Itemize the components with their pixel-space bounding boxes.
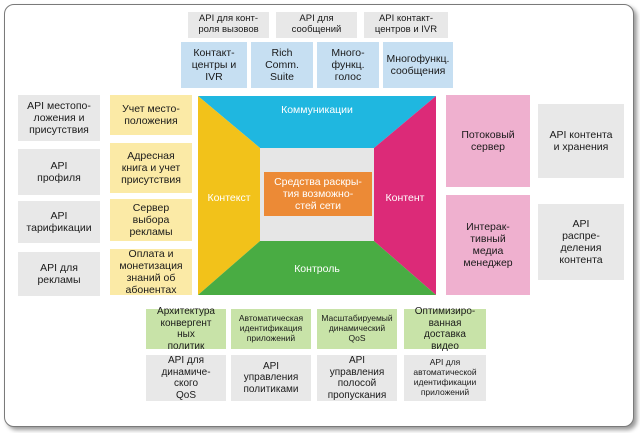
service-address-book-presence: Адресная книга и учет присутствия xyxy=(110,143,192,193)
api-contact-centers: API контакт- центров и IVR xyxy=(364,12,448,38)
service-converged-policy: Архитектура конвергент ных политик xyxy=(146,306,226,352)
api-messaging: API для сообщений xyxy=(276,12,357,38)
service-streaming-server: Потоковый сервер xyxy=(446,95,530,187)
service-multifunction-messaging: Многофункц. сообщения xyxy=(383,42,453,88)
api-content-distribution: API распре- деления контента xyxy=(538,204,624,280)
label-communications: Коммуникации xyxy=(281,104,353,116)
service-multifunction-voice: Много- функц. голос xyxy=(317,42,379,88)
panel-context xyxy=(198,96,260,295)
service-video-delivery: Оптимизиро- ванная доставка видео xyxy=(404,306,486,352)
label-control: Контроль xyxy=(294,263,340,275)
api-profile: API профиля xyxy=(18,149,100,195)
api-policy-management: API управления политиками xyxy=(231,355,311,401)
service-rich-comm-suite: Rich Comm. Suite xyxy=(251,42,313,88)
label-context: Контекст xyxy=(207,192,250,204)
service-contact-centers-ivr: Контакт- центры и IVR xyxy=(181,42,247,88)
service-scalable-qos: Масштабируемый динамический QoS xyxy=(317,309,397,349)
api-bandwidth-management: API управления полосой пропускания xyxy=(317,355,397,401)
api-dynamic-qos: API для динамиче- ского QoS xyxy=(146,355,226,401)
service-subscriber-monetization: Оплата и монетизация знаний об абонентах xyxy=(110,248,192,296)
api-call-control: API для конт- роля вызовов xyxy=(188,12,269,38)
panel-control xyxy=(198,241,436,295)
api-location-presence: API местопо- ложения и присутствия xyxy=(18,95,100,141)
api-billing: API тарификации xyxy=(18,201,100,243)
label-content: Контент xyxy=(386,192,425,204)
service-ad-selection-server: Сервер выбора рекламы xyxy=(110,199,192,241)
core-network-exposure: Средства раскры- тия возможно- стей сети xyxy=(264,172,372,216)
api-app-identification: API для автоматической идентификации при… xyxy=(404,355,486,401)
service-interactive-media-manager: Интерак- тивный медиа менеджер xyxy=(446,195,530,295)
service-app-identification: Автоматическая идентификация приложений xyxy=(231,309,311,349)
api-advertising: API для рекламы xyxy=(18,252,100,296)
panel-content xyxy=(374,96,436,295)
panel-communications xyxy=(198,96,436,148)
service-location-tracking: Учет место- положения xyxy=(110,95,192,135)
api-content-storage: API контента и хранения xyxy=(538,104,624,178)
